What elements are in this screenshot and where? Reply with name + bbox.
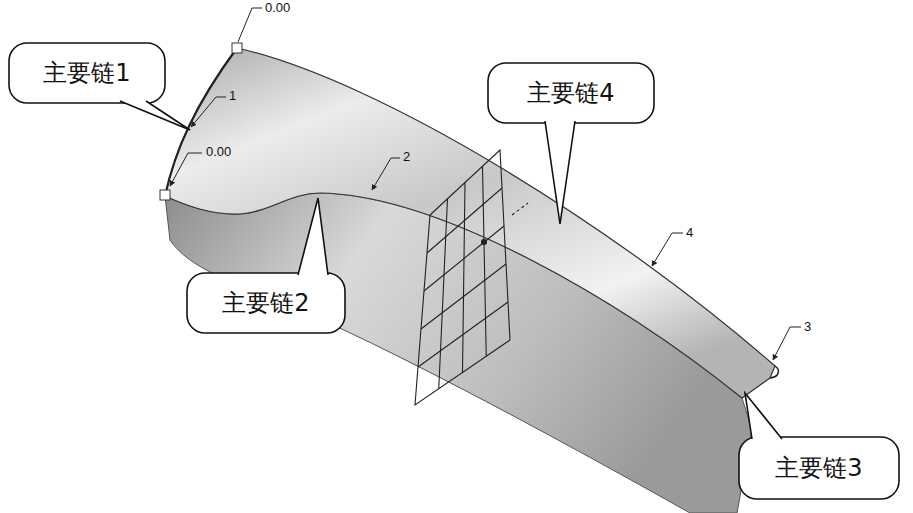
callout-bubble: 主要链1 xyxy=(8,42,166,104)
chain-3-curl xyxy=(770,366,778,378)
upper-surface xyxy=(165,48,775,398)
datum-plane xyxy=(415,150,528,405)
lower-surface xyxy=(165,193,752,513)
dimension-value: 0.00 xyxy=(206,145,231,159)
vertex-marker xyxy=(160,190,170,200)
dimension-value: 0.00 xyxy=(265,1,290,15)
callout-number: 3 xyxy=(804,320,811,334)
callout-text: 主要链2 xyxy=(222,289,309,318)
vertex-marker xyxy=(232,43,242,53)
callout-number: 4 xyxy=(686,226,693,240)
leader-lines xyxy=(170,8,801,360)
callout-number: 1 xyxy=(229,89,236,103)
callout-text: 主要链3 xyxy=(775,454,862,483)
callout-number: 2 xyxy=(403,150,410,164)
callout-bubble: 主要链2 xyxy=(186,272,346,334)
callout-bubble: 主要链3 xyxy=(738,436,900,500)
callout-text: 主要链4 xyxy=(527,79,614,108)
callout-text: 主要链1 xyxy=(43,59,130,88)
callout-bubble: 主要链4 xyxy=(487,62,655,124)
